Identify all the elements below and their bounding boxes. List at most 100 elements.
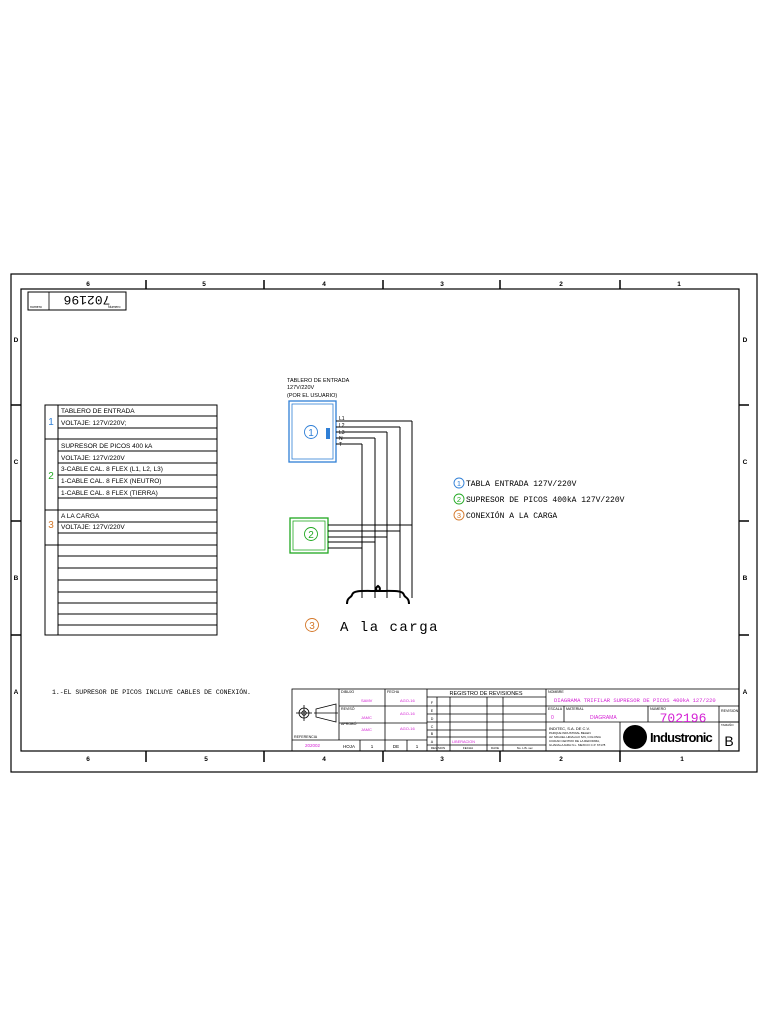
tb-value: AGO-16 xyxy=(400,698,415,703)
tb-value: JAMC xyxy=(361,715,372,720)
tb-value: JAMC xyxy=(361,727,372,732)
revisions-title: REGISTRO DE REVISIONES xyxy=(449,691,522,697)
load-label: A la carga xyxy=(340,620,439,636)
inner-frame xyxy=(20,288,740,752)
row-label: D xyxy=(743,337,748,344)
row-labels-left: D C B A xyxy=(14,337,19,696)
col-label: 5 xyxy=(202,281,206,288)
parts-row-text: 1-CABLE CAL. 8 FLEX (TIERRA) xyxy=(61,490,158,497)
load-number: 3 xyxy=(309,621,315,632)
drawing-number: 702196 xyxy=(660,711,707,726)
outer-frame xyxy=(10,273,758,773)
tb-label: TAMAÑO xyxy=(721,722,734,727)
row-label: A xyxy=(743,689,748,696)
col-label: 5 xyxy=(204,756,208,763)
legend-number: 1 xyxy=(457,479,461,488)
tb-value: 1 xyxy=(371,744,374,749)
wire-label: N xyxy=(339,436,343,442)
column-ticks xyxy=(145,280,621,762)
col-label: 6 xyxy=(86,756,90,763)
column-labels-top: 6 5 4 3 2 1 xyxy=(86,281,681,288)
rev-footer: No. LIS. ser. xyxy=(517,746,534,750)
rev-letter: A xyxy=(431,740,434,744)
parts-table: TABLERO DE ENTRADA VOLTAJE: 127V/220V; S… xyxy=(44,404,218,636)
legend-number: 3 xyxy=(457,511,461,520)
parts-group-number: 3 xyxy=(48,520,54,531)
title-block xyxy=(291,688,740,752)
parts-row-text: TABLERO DE ENTRADA xyxy=(61,408,135,415)
wire-labels: L1 L2 L3 N T xyxy=(339,416,345,448)
row-label: B xyxy=(743,575,748,582)
col-label: 4 xyxy=(322,756,326,763)
company-line: PARQUE INDUSTRIAL BELEN xyxy=(549,731,591,735)
projection-symbol xyxy=(296,703,338,723)
wire-label: T xyxy=(339,442,342,448)
col-label: 2 xyxy=(559,756,563,763)
legend-number: 2 xyxy=(457,495,461,504)
tb-value: 0 xyxy=(551,715,554,721)
col-label: 3 xyxy=(440,281,444,288)
tb-label: NUMERO xyxy=(650,707,666,711)
column-labels-bottom: 6 5 4 3 2 1 xyxy=(86,756,684,763)
rev-footer: FECHA xyxy=(463,746,473,750)
entrance-panel: 1 xyxy=(288,400,337,463)
wire-label: L1 xyxy=(339,416,345,422)
parts-row-text: VOLTAJE: 127V/220V xyxy=(61,524,125,531)
entrance-panel-label: TABLERO DE ENTRADA 127V/220V (POR EL USU… xyxy=(287,378,350,399)
legend-text: TABLA ENTRADA 127V/220V xyxy=(466,480,577,489)
wire-label: L2 xyxy=(339,423,345,429)
row-labels-right: D C B A xyxy=(743,337,748,696)
tb-label: ESCALA xyxy=(548,707,563,711)
parts-group-number: 2 xyxy=(48,471,54,482)
parts-row-text: VOLTAJE: 127V/220V xyxy=(61,455,125,462)
panel-number: 1 xyxy=(308,428,314,439)
logo-text: Industronic xyxy=(650,730,713,745)
col-label: 6 xyxy=(86,281,90,288)
stamp-label-left: numero xyxy=(30,305,42,309)
tb-label: NOMBRE xyxy=(548,690,564,694)
legend: 1 TABLA ENTRADA 127V/220V 2 SUPRESOR DE … xyxy=(453,477,625,521)
load-brace xyxy=(346,584,410,605)
tb-label: FECHA xyxy=(387,690,400,694)
wiring xyxy=(328,420,413,598)
rev-letter: C xyxy=(431,725,434,729)
tb-label: HOJA xyxy=(343,744,355,749)
company-line: AV. MIGUEL HIDALGO S/N, COLONIA xyxy=(549,735,601,739)
tb-label: MATERIAL xyxy=(566,707,584,711)
col-label: 1 xyxy=(680,756,684,763)
parts-row-text: VOLTAJE: 127V/220V; xyxy=(61,420,126,427)
col-label: 3 xyxy=(440,756,444,763)
row-label: B xyxy=(14,575,19,582)
row-label: C xyxy=(743,459,748,466)
tb-value: 202002 xyxy=(305,743,321,748)
row-label: C xyxy=(14,459,19,466)
rev-a-text: LIBERACION xyxy=(452,740,475,744)
top-number-stamp: numero Numero 702196 xyxy=(27,291,127,311)
rev-footer: REVISION xyxy=(431,746,445,750)
rev-letter: F xyxy=(431,701,434,705)
tb-value: 1 xyxy=(416,744,419,749)
legend-text: SUPRESOR DE PICOS 400kA 127V/220V xyxy=(466,496,625,505)
col-label: 1 xyxy=(677,281,681,288)
tb-label: REFERENCIA xyxy=(294,735,318,739)
company-line: INDITEC, S.A. DE C.V. xyxy=(549,726,590,731)
row-label: A xyxy=(14,689,19,696)
parts-group-number: 1 xyxy=(48,417,54,428)
legend-text: CONEXIÓN A LA CARGA xyxy=(466,511,557,521)
tb-label: REVISÓ xyxy=(341,706,355,711)
col-label: 2 xyxy=(559,281,563,288)
panel-label-line: TABLERO DE ENTRADA xyxy=(287,378,350,384)
panel-label-line: (POR EL USUARIO) xyxy=(287,393,337,399)
stamp-number-mirrored: 702196 xyxy=(64,292,111,307)
parts-row-text: A LA CARGA xyxy=(61,513,100,520)
company-line: GUADALAJARA N.L. MEXICO C.P. 67178 xyxy=(549,743,606,747)
tb-value: SAMV xyxy=(361,698,373,703)
company-line: CIUDAD CENTRO DE LA REFORMA, xyxy=(549,739,600,743)
tb-label: DIBUJO xyxy=(341,690,354,694)
company-logo: Industronic xyxy=(623,725,713,749)
parts-row-text: 3-CABLE CAL. 8 FLEX (L1, L2, L3) xyxy=(61,466,163,473)
rev-footer: DAVE xyxy=(491,746,499,750)
wire-label: L3 xyxy=(339,430,345,436)
load-label-group: 3 A la carga xyxy=(305,618,439,636)
